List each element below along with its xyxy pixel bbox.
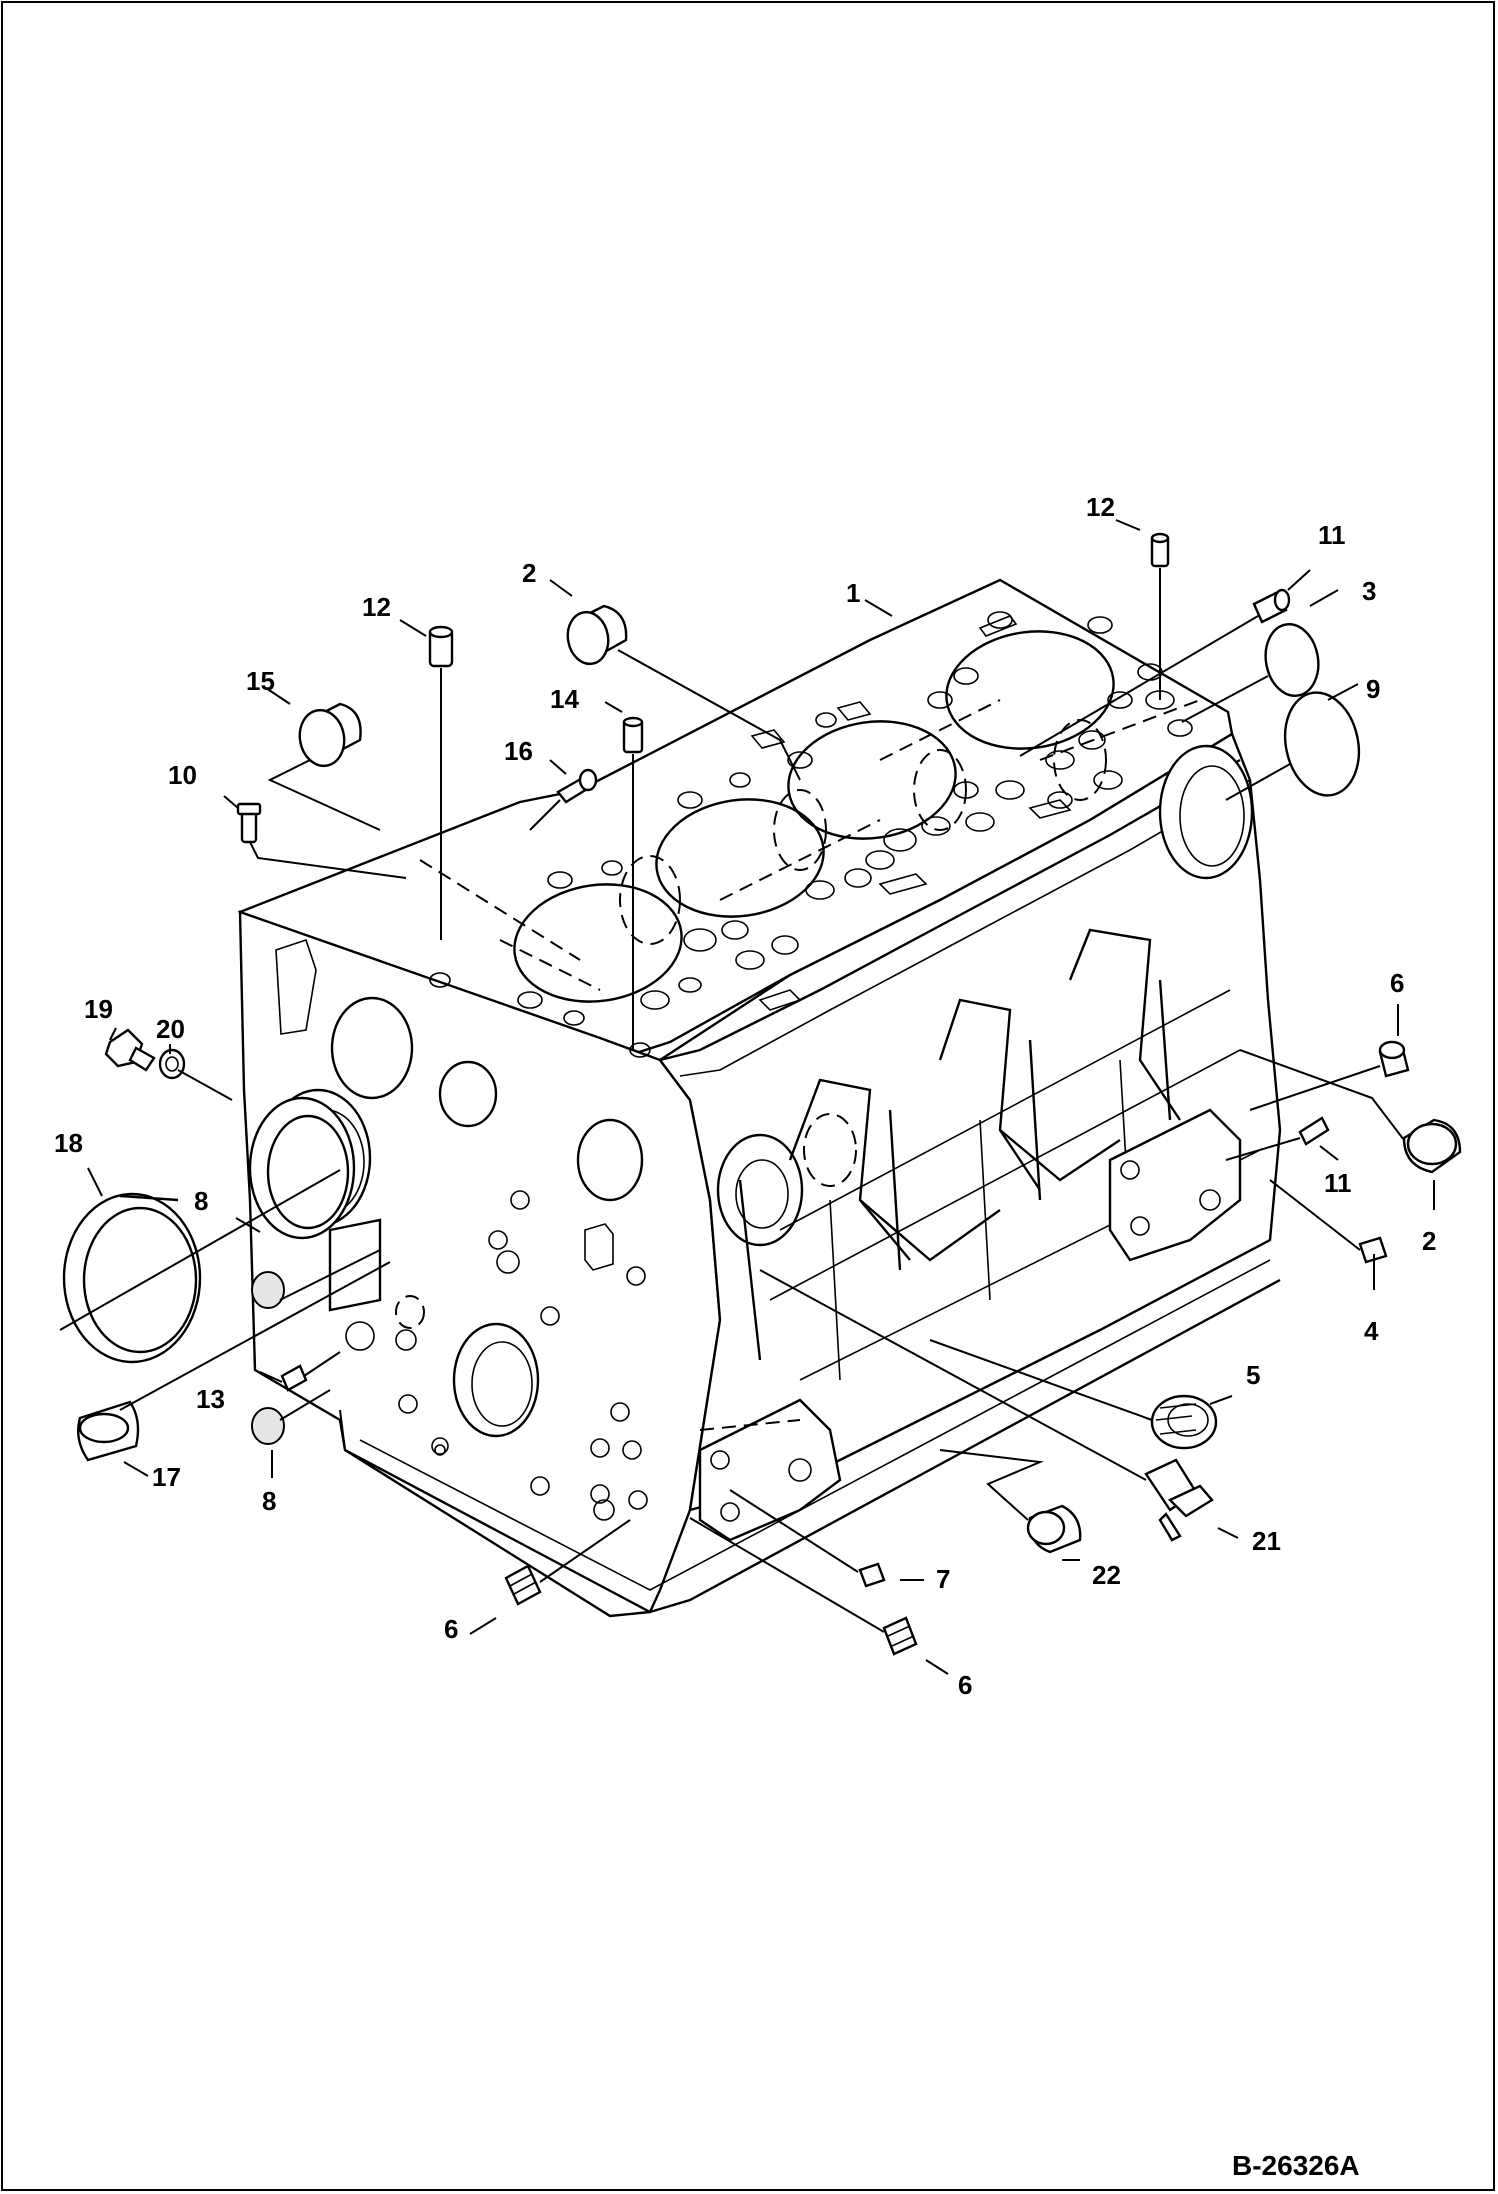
callout-21: 21 [1252, 1526, 1281, 1556]
callout-16: 16 [504, 736, 533, 766]
part-9-plug [1283, 691, 1361, 797]
cylinder-bore-4 [945, 630, 1115, 750]
part-15-plug [298, 702, 362, 768]
rear-seal-housing [1158, 744, 1254, 880]
part-18-oil-seal [62, 1192, 202, 1364]
callout-11-right: 11 [1324, 1168, 1352, 1198]
part-5-threaded-plug [1150, 1394, 1218, 1450]
front-bore-upper-mid [438, 1060, 498, 1128]
side-gallery-boss [716, 1133, 804, 1247]
callout-13: 13 [196, 1384, 225, 1414]
callout-pointers [87, 519, 1435, 1675]
rear-seal-housing-inner [1179, 765, 1245, 867]
callout-9: 9 [1366, 674, 1381, 704]
part-13-pin [280, 1364, 308, 1392]
side-gallery-boss-inner [735, 1159, 789, 1229]
callout-10: 10 [168, 760, 197, 790]
callout-7: 7 [936, 1564, 951, 1594]
front-lower-bore-inner [471, 1341, 533, 1427]
part-11-pipe-top [1252, 588, 1291, 624]
callout-18: 18 [54, 1128, 83, 1158]
front-camshaft-bore [576, 1118, 644, 1202]
callout-17: 17 [152, 1462, 181, 1492]
callout-14: 14 [550, 684, 579, 714]
deck-rim [659, 758, 1241, 1062]
callout-8-lower: 8 [262, 1486, 277, 1516]
part-11-pipe-right [1298, 1116, 1330, 1146]
callout-8-upper: 8 [194, 1186, 209, 1216]
deck-lower-edge [679, 779, 1251, 1077]
part-4-plug [1358, 1236, 1388, 1264]
callout-6-lower-mid: 6 [958, 1670, 973, 1700]
part-16-bolt [556, 768, 598, 804]
side-ribs [738, 928, 1181, 1361]
part-2-plug-right [1402, 1118, 1462, 1174]
front-cover-panel [275, 938, 317, 1035]
callout-19: 19 [84, 994, 113, 1024]
part-8-plug-lower [251, 1407, 285, 1445]
front-crank-seal-ring [248, 1096, 356, 1240]
cylinder-block [237, 578, 1282, 1618]
cylinder-bore-1 [513, 883, 683, 1003]
callout-22: 22 [1092, 1560, 1121, 1590]
cylinder-bore-3 [787, 720, 957, 840]
front-gear-housing [328, 1218, 382, 1312]
reference-lines [59, 568, 1405, 1633]
callout-15: 15 [246, 666, 275, 696]
cylinder-bore-2 [655, 798, 825, 918]
part-20-gasket [158, 1048, 186, 1080]
callout-6-right: 6 [1390, 968, 1405, 998]
callout-2-right: 2 [1422, 1226, 1437, 1256]
drawing-id: B-26326A [1232, 2150, 1360, 2181]
callout-1: 1 [846, 578, 861, 608]
part-12-dowel-left [428, 625, 454, 668]
part-6-plug-lower-mid [882, 1616, 918, 1656]
callout-4: 4 [1364, 1316, 1379, 1346]
deck-holes [429, 611, 1193, 1058]
part-8-plug-upper [251, 1271, 285, 1309]
block-base-rim-inner [359, 1259, 1271, 1591]
part-14-pipe [622, 716, 644, 754]
front-window [584, 1223, 614, 1271]
part-12-dowel-right [1150, 532, 1170, 568]
callout-5: 5 [1246, 1360, 1261, 1390]
front-face-holes [395, 1190, 648, 1521]
callout-2-top: 2 [522, 558, 537, 588]
part-2-plug-top [566, 604, 628, 666]
callout-20: 20 [156, 1014, 185, 1044]
callout-6-lower-left: 6 [444, 1614, 459, 1644]
callout-12-left: 12 [362, 592, 391, 622]
part-21-drain-cock [1144, 1458, 1214, 1542]
part-7-plug [858, 1562, 886, 1588]
side-flange-rear [1108, 1108, 1242, 1262]
part-6-plug-right [1378, 1040, 1410, 1078]
part-3-plug [1264, 623, 1320, 697]
part-22-bushing [1026, 1504, 1082, 1554]
part-17-plug [77, 1400, 140, 1462]
block-base-rim [344, 1278, 1281, 1614]
callout-11-top: 11 [1318, 520, 1346, 550]
part-19-bolt [104, 1028, 156, 1072]
front-lower-bore [452, 1322, 540, 1438]
part-6-plug-lower-left [504, 1564, 542, 1606]
part-10-nipple [236, 802, 262, 844]
callout-12-right: 12 [1086, 492, 1115, 522]
callout-3: 3 [1362, 576, 1377, 606]
front-bore-upper-left [330, 996, 414, 1100]
